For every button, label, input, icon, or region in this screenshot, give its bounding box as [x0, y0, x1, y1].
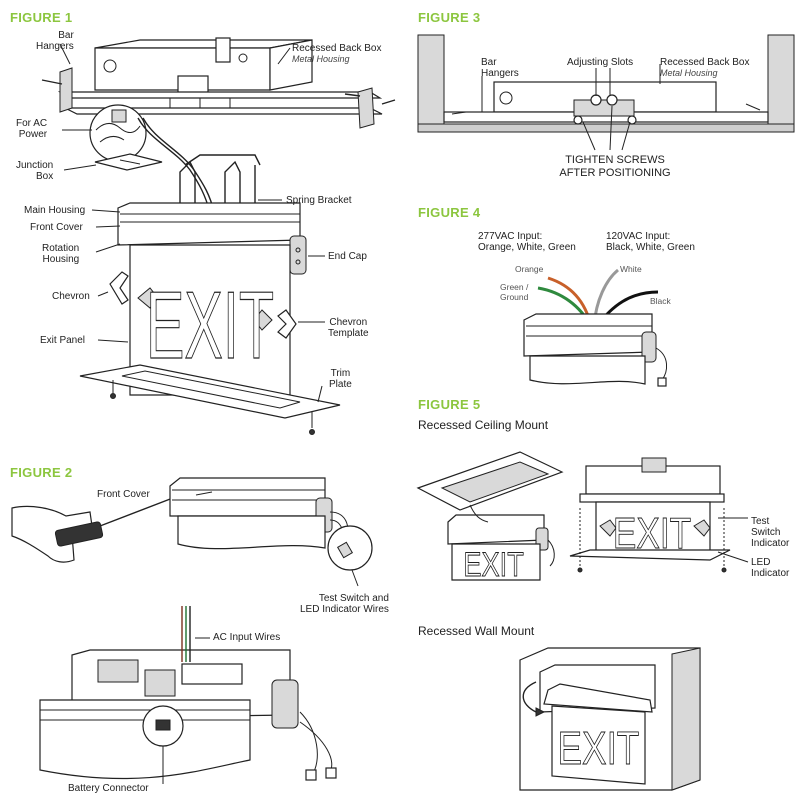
ceiling-joist-right [767, 34, 795, 131]
knockout-hole [238, 53, 248, 63]
label-front-cover: Front Cover [30, 222, 83, 233]
label-120vac-input: 120VAC Input: Black, White, Green [606, 231, 695, 253]
label-chevron-template: Chevron Template [328, 317, 369, 339]
label-wire-black: Black [650, 296, 671, 306]
label-chevron: Chevron [52, 291, 90, 302]
hanger-bracket-right [357, 87, 375, 129]
label-trim-plate: Trim Plate [329, 368, 352, 390]
battery [144, 669, 176, 697]
housing-fig5a [447, 514, 545, 545]
figure3-title: FIGURE 3 [418, 10, 481, 25]
chevron-template-right [253, 309, 273, 331]
housing-fig5c [543, 683, 653, 713]
housing-fig2 [169, 477, 326, 517]
label-recessed-back-box-fig3: Recessed Back Box Metal Housing [660, 57, 750, 78]
exit-text-fig1: EXIT [146, 271, 274, 379]
label-spring-bracket: Spring Bracket [286, 195, 352, 206]
label-test-switch-indicator: Test Switch Indicator [751, 516, 790, 549]
hand [11, 505, 93, 563]
exit-lettering: EXIT EXIT EXIT EXIT [146, 270, 692, 774]
label-ac-input-wires: AC Input Wires [213, 632, 281, 643]
figure4-title: FIGURE 4 [418, 205, 481, 220]
label-wire-white: White [620, 264, 642, 274]
label-bar-hangers-fig3: Bar Hangers [481, 57, 519, 79]
label-end-cap: End Cap [328, 251, 367, 262]
ceiling-back-box [440, 461, 550, 503]
exit-text-fig5a: EXIT [463, 545, 524, 584]
label-wall-mount: Recessed Wall Mount [418, 624, 535, 638]
figure5-drawing [416, 451, 749, 791]
chevron-piece-right [277, 309, 297, 339]
figure5-title: FIGURE 5 [418, 397, 481, 412]
label-rotation-housing: Rotation Housing [42, 243, 80, 265]
bar-hanger-bottom [64, 107, 383, 115]
ceiling-joist-left [417, 34, 445, 131]
chevron-template-left [137, 287, 159, 309]
label-bar-hangers: Bar Hangers [36, 30, 74, 52]
panel-fig5c [551, 705, 646, 785]
transformer [97, 659, 139, 683]
bar-hanger-top [57, 91, 383, 99]
figure2-drawing [11, 477, 373, 784]
front-cover-open [39, 699, 251, 780]
trim-plate [79, 364, 341, 419]
chevron-piece [109, 271, 129, 305]
end-cap [289, 235, 307, 275]
panel-fig4 [529, 355, 646, 385]
screwdriver-handle [54, 521, 104, 547]
panel-fig5a [451, 543, 541, 581]
label-recessed-back-box: Recessed Back Box Metal Housing [292, 43, 382, 64]
label-front-cover-fig2: Front Cover [97, 489, 150, 500]
exit-text-fig5c: EXIT [558, 722, 640, 774]
mounting-tab [215, 37, 231, 63]
label-test-switch-wires: Test Switch and LED Indicator Wires [300, 593, 389, 615]
label-battery-connector: Battery Connector [68, 783, 149, 794]
figure1-drawing [41, 37, 396, 435]
back-box-side [269, 39, 313, 91]
hanger-bracket-left [59, 67, 73, 113]
wall-edge [671, 647, 701, 791]
label-277vac-input: 277VAC Input: Orange, White, Green [478, 231, 576, 253]
end-cap-open [271, 679, 299, 729]
label-main-housing: Main Housing [24, 205, 86, 216]
label-junction-box: Junction Box [16, 160, 54, 182]
bracket-fig3 [573, 99, 635, 117]
panel-fig2 [177, 515, 326, 550]
figure2-title: FIGURE 2 [10, 465, 73, 480]
end-cap-fig4 [641, 331, 657, 363]
label-ac-power: For AC Power [16, 118, 48, 140]
label-led-indicator: LED Indicator [751, 557, 790, 579]
label-exit-panel: Exit Panel [40, 335, 86, 346]
label-wire-orange: Orange [515, 264, 544, 274]
label-wire-green: Green / Ground [500, 282, 529, 302]
label-ceiling-mount: Recessed Ceiling Mount [418, 418, 549, 432]
ceiling-drywall [417, 123, 795, 133]
trim-plate-fig5b [569, 549, 731, 561]
terminal [111, 109, 127, 123]
circuit-board [181, 663, 243, 685]
housing-fig4 [523, 313, 653, 357]
exit-text-fig5b: EXIT [613, 509, 691, 558]
knockout-hole [103, 59, 117, 73]
housing-fig5b [579, 493, 725, 503]
label-tighten-screws: TIGHTEN SCREWS AFTER POSITIONING [559, 154, 671, 179]
label-adjusting-slots: Adjusting Slots [567, 57, 634, 68]
figure4-drawing [523, 268, 667, 387]
figure1-title: FIGURE 1 [10, 10, 73, 25]
main-housing [117, 202, 301, 246]
figure3-drawing [417, 34, 795, 151]
